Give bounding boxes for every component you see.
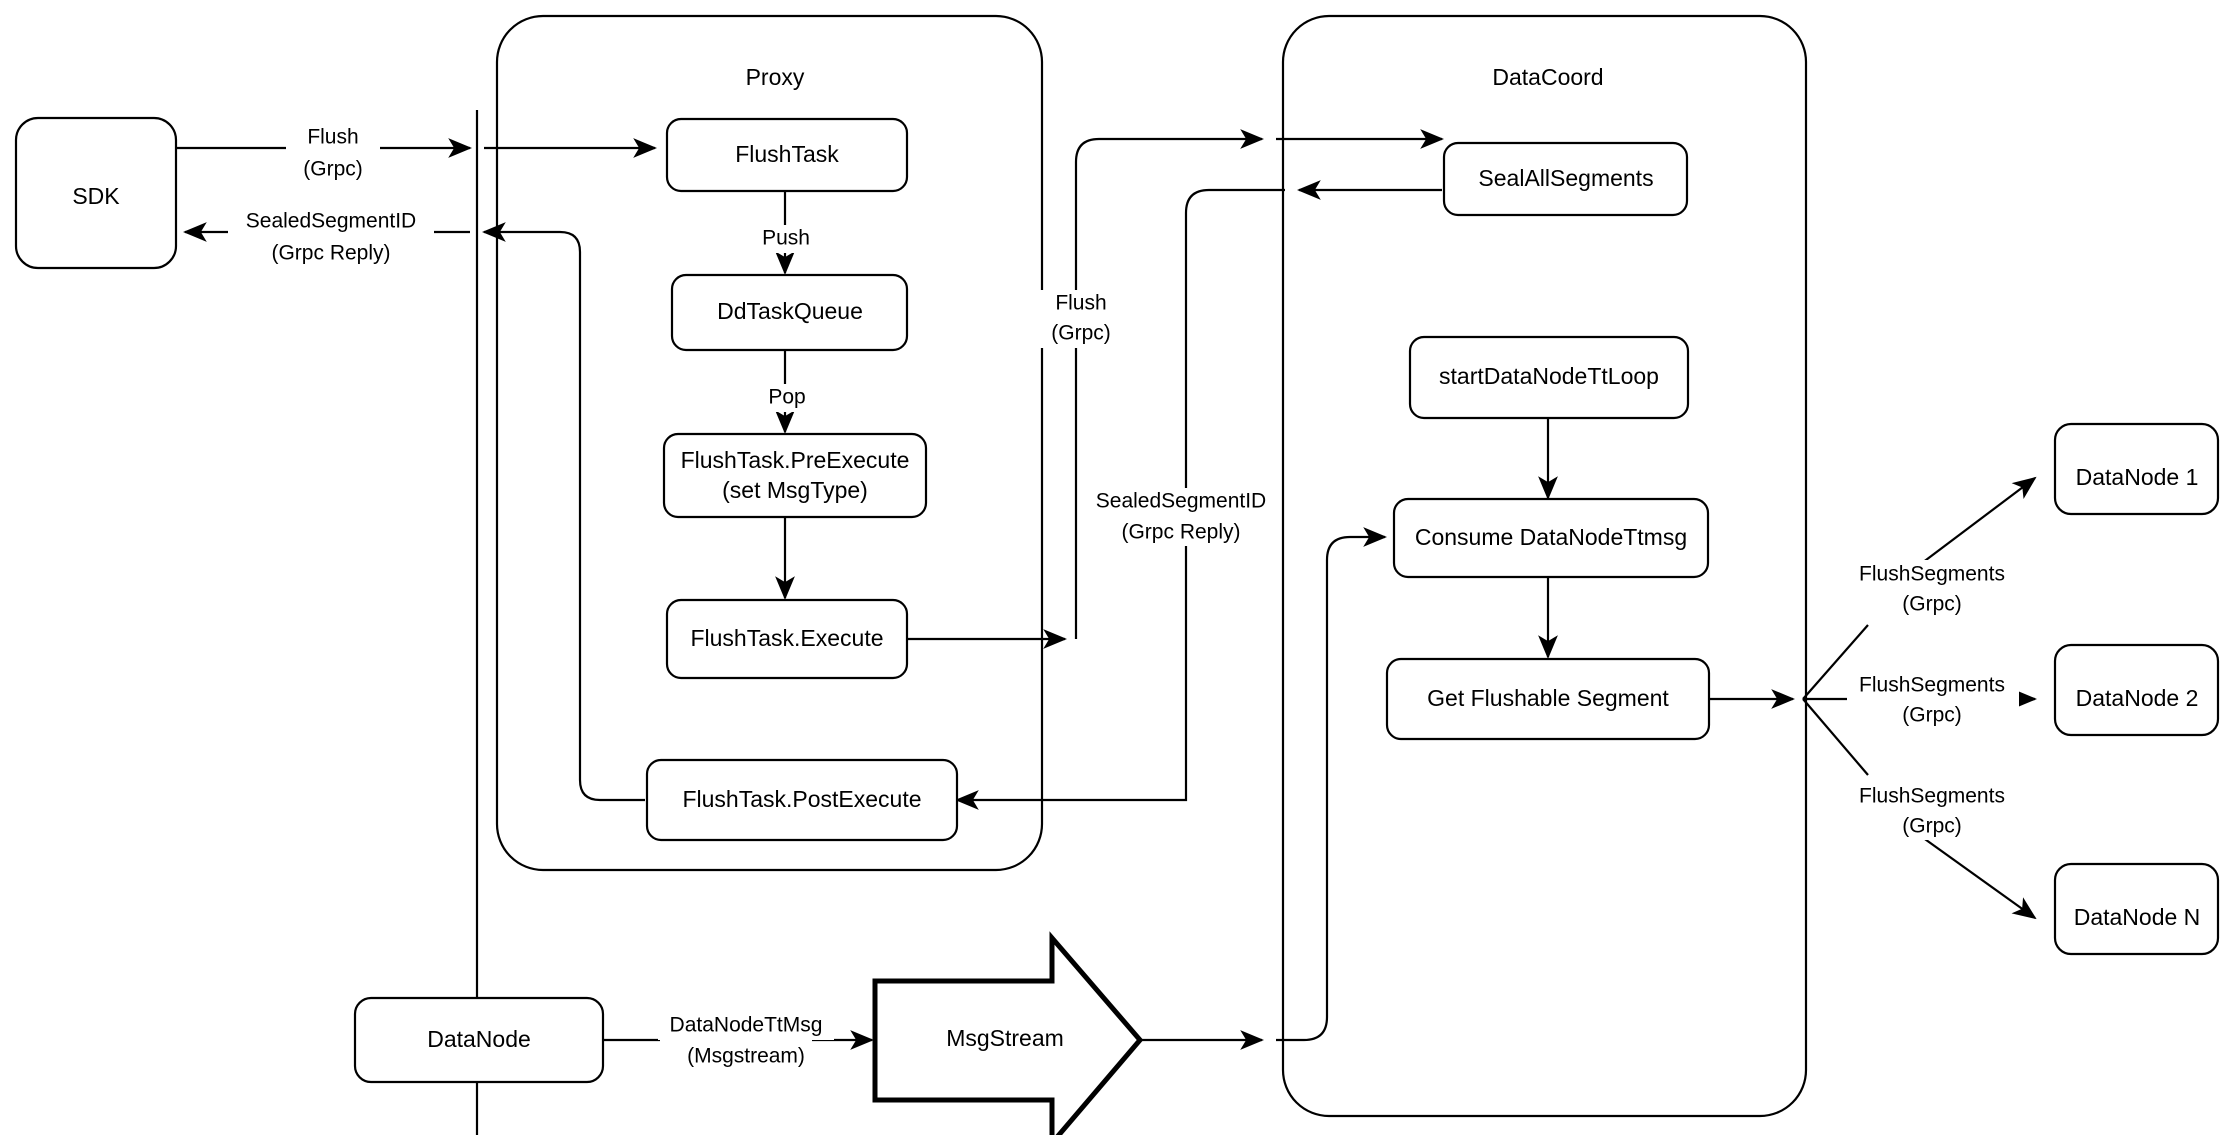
datanode-2-box[interactable] [2053,643,2220,737]
edge-msgstream-to-consume-datanodettmsg [1276,527,1387,1042]
seal-all-segments-label: SealAllSegments [1478,165,1653,191]
flush-task-execute-label: FlushTask.Execute [690,625,883,651]
flush-task-box[interactable] [665,117,909,193]
datanode-1-label: DataNode 1 [2076,464,2199,490]
node-datanode-n[interactable]: DataNode N [2053,862,2220,956]
edge-label-flush-segments-n-line1: FlushSegments [1859,785,2005,808]
edge-label-flush-line2: (Grpc) [303,158,363,181]
edge-postexecute-to-sdk-return [482,222,645,802]
edge-label-flush-grpc-sdk: Flush (Grpc) [286,124,380,181]
consume-datanode-ttmsg-label: Consume DataNodeTtmsg [1415,524,1687,550]
edge-label-sealedsegmentid-mid-line1: SealedSegmentID [1096,490,1266,513]
edge-label-datanode-tt-msg: DataNodeTtMsg (Msgstream) [658,1012,834,1068]
edge-label-flush-mid-line2: (Grpc) [1051,322,1111,345]
edge-fanout-branch-up-a [1802,624,1869,700]
datacoord-container-label: DataCoord [1492,64,1603,90]
sdk-label: SDK [72,183,120,209]
edge-label-flush-segments-2-line1: FlushSegments [1859,674,2005,697]
flush-task-post-execute-label: FlushTask.PostExecute [682,786,921,812]
node-seal-all-segments[interactable]: SealAllSegments [1442,141,1689,217]
edge-label-sealedsegmentid-line1: SealedSegmentID [246,210,416,233]
edge-sealedsegmentid-to-postexecute [955,188,1285,810]
edge-label-datanode-tt-msg-line2: (Msgstream) [687,1045,805,1068]
sdk-box[interactable] [14,116,178,270]
datanode-bottom-box[interactable] [353,996,605,1084]
label-bg-push [752,225,820,253]
label-bg-pop [756,384,818,412]
node-consume-datanode-ttmsg[interactable]: Consume DataNodeTtmsg [1392,497,1710,579]
flush-task-label: FlushTask [735,141,839,167]
edge-label-flush-mid-line1: Flush [1055,292,1106,315]
get-flushable-segment-box[interactable] [1385,657,1711,741]
edge-label-flush-segments-2-line2: (Grpc) [1902,704,1962,727]
node-flush-task-post-execute[interactable]: FlushTask.PostExecute [645,758,959,842]
node-start-datanode-tt-loop[interactable]: startDataNodeTtLoop [1408,335,1690,420]
dd-task-queue-label: DdTaskQueue [717,298,863,324]
label-bg-datanode-tt-msg [658,1012,834,1040]
edge-label-sealedsegmentid-sdk: SealedSegmentID (Grpc Reply) [228,208,434,265]
start-datanode-tt-loop-box[interactable] [1408,335,1690,420]
node-sdk[interactable]: SDK [14,116,178,270]
get-flushable-segment-label: Get Flushable Segment [1427,685,1669,711]
flush-task-execute-box[interactable] [665,598,909,680]
edge-fanout-to-datanode-n [1921,836,2037,920]
container-datacoord: DataCoord [1281,14,1808,1118]
node-datanode-2[interactable]: DataNode 2 [2053,643,2220,737]
edge-label-flush-segments-1-line2: (Grpc) [1902,593,1962,616]
edge-label-flush-segments-1: FlushSegments (Grpc) [1847,560,2019,618]
node-dd-task-queue[interactable]: DdTaskQueue [670,273,909,352]
edge-fanout-branch-down-a [1802,698,1869,776]
label-bg-sealedsegmentid-mid [1086,488,1276,546]
edge-label-flush-line1: Flush [307,126,358,149]
node-datanode-bottom[interactable]: DataNode [353,996,605,1084]
label-bg-flush-segments-1 [1847,560,2019,618]
edge-label-push: Push [752,225,820,253]
datanode-2-label: DataNode 2 [2076,685,2199,711]
edge-label-flush-segments-1-line1: FlushSegments [1859,563,2005,586]
datanode-n-box[interactable] [2053,862,2220,956]
flush-task-pre-execute-box[interactable] [662,432,928,519]
edge-label-sealedsegmentid-line2: (Grpc Reply) [271,242,390,265]
edge-label-flush-segments-n-line2: (Grpc) [1902,815,1962,838]
start-datanode-tt-loop-label: startDataNodeTtLoop [1439,363,1659,389]
datanode-n-label: DataNode N [2074,904,2201,930]
msgstream-label: MsgStream [946,1025,1064,1051]
node-flush-task-pre-execute[interactable]: FlushTask.PreExecute (set MsgType) [662,432,928,519]
msgstream-arrow-shape[interactable] [872,931,1144,1135]
edge-label-sealedsegmentid-mid-line2: (Grpc Reply) [1121,521,1240,544]
edge-label-datanode-tt-msg-line1: DataNodeTtMsg [670,1014,823,1037]
node-get-flushable-segment[interactable]: Get Flushable Segment [1385,657,1711,741]
consume-datanode-ttmsg-box[interactable] [1392,497,1710,579]
edge-label-sealedsegmentid-mid: SealedSegmentID (Grpc Reply) [1086,488,1276,546]
edge-label-pop: Pop [756,384,818,412]
proxy-container-label: Proxy [746,64,805,90]
label-bg-flush-segments-n [1847,782,2019,840]
edge-label-flush-segments-n: FlushSegments (Grpc) [1847,782,2019,840]
label-bg-flush-mid [1038,290,1130,348]
label-bg-flush-grpc-1 [286,124,380,152]
flush-task-pre-execute-label-line2: (set MsgType) [722,477,868,503]
proxy-container-box [495,14,1044,872]
edge-label-push-text: Push [762,227,810,250]
node-flush-task-execute[interactable]: FlushTask.Execute [665,598,909,680]
datanode-1-box[interactable] [2053,422,2220,516]
label-bg-flush-segments-2 [1847,671,2019,729]
edge-label-pop-text: Pop [768,386,805,409]
datanode-bottom-label: DataNode [427,1026,531,1052]
node-msgstream[interactable]: MsgStream [872,931,1144,1135]
datacoord-container-box [1281,14,1808,1118]
seal-all-segments-box[interactable] [1442,141,1689,217]
node-datanode-1[interactable]: DataNode 1 [2053,422,2220,516]
flush-task-post-execute-box[interactable] [645,758,959,842]
container-proxy: Proxy [495,14,1044,872]
edge-label-flush-segments-2: FlushSegments (Grpc) [1847,671,2019,729]
edge-fanout-to-datanode-1-b [1921,476,2037,564]
node-flush-task[interactable]: FlushTask [665,117,909,193]
dd-task-queue-box[interactable] [670,273,909,352]
label-bg-sealedsegmentid-1 [228,208,434,236]
edge-label-flush-grpc-mid: Flush (Grpc) [1038,290,1130,348]
edge-flush-grpc-to-datacoord [1074,129,1264,639]
flush-task-pre-execute-label-line1: FlushTask.PreExecute [681,447,910,473]
